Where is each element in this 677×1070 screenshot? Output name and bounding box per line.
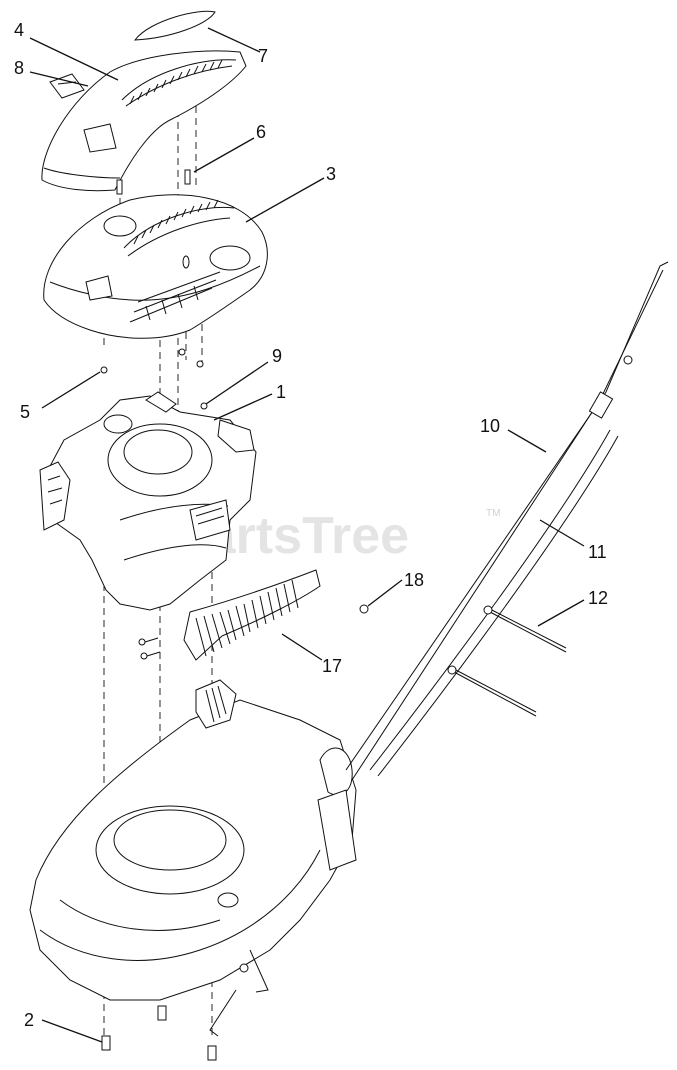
label-part-18: 18 (404, 570, 424, 590)
part-1-engine (39, 391, 257, 611)
deck-cable-ends (209, 949, 269, 1037)
shroud-4-vent-slots (129, 59, 223, 105)
label-part-8: 8 (14, 58, 24, 78)
part-9-screw (200, 402, 208, 410)
part-12-cable-ties (447, 605, 567, 717)
label-part-1: 1 (276, 382, 286, 402)
part-number-labels: 4 8 7 6 3 9 1 5 10 11 18 12 17 2 (14, 20, 608, 1030)
leader-lines (29, 27, 585, 1043)
part-11-cable (369, 429, 619, 777)
label-part-4: 4 (14, 20, 24, 40)
label-part-5: 5 (20, 402, 30, 422)
label-part-7: 7 (258, 46, 268, 66)
watermark-trademark: TM (486, 508, 500, 519)
part-10-cable (345, 261, 669, 781)
label-part-9: 9 (272, 346, 282, 366)
label-part-3: 3 (326, 164, 336, 184)
label-part-11: 11 (588, 542, 607, 562)
part-5-nuts (100, 348, 204, 374)
label-part-2: 2 (24, 1010, 34, 1030)
label-part-10: 10 (480, 416, 500, 436)
mower-deck (29, 679, 357, 1001)
label-part-12: 12 (588, 588, 608, 608)
part-3-shroud (43, 194, 268, 339)
part-4-upper-shroud (41, 50, 247, 192)
part-2-bolts (101, 1005, 217, 1061)
label-part-17: 17 (322, 656, 342, 676)
label-part-6: 6 (256, 122, 266, 142)
part-18-screw (359, 604, 369, 614)
shroud-3-vents (129, 199, 221, 323)
engine-mount-bolts (138, 637, 161, 660)
part-17-muffler-guard (183, 569, 321, 661)
part-6-pins (116, 169, 191, 195)
part-7-decal (133, 10, 216, 41)
